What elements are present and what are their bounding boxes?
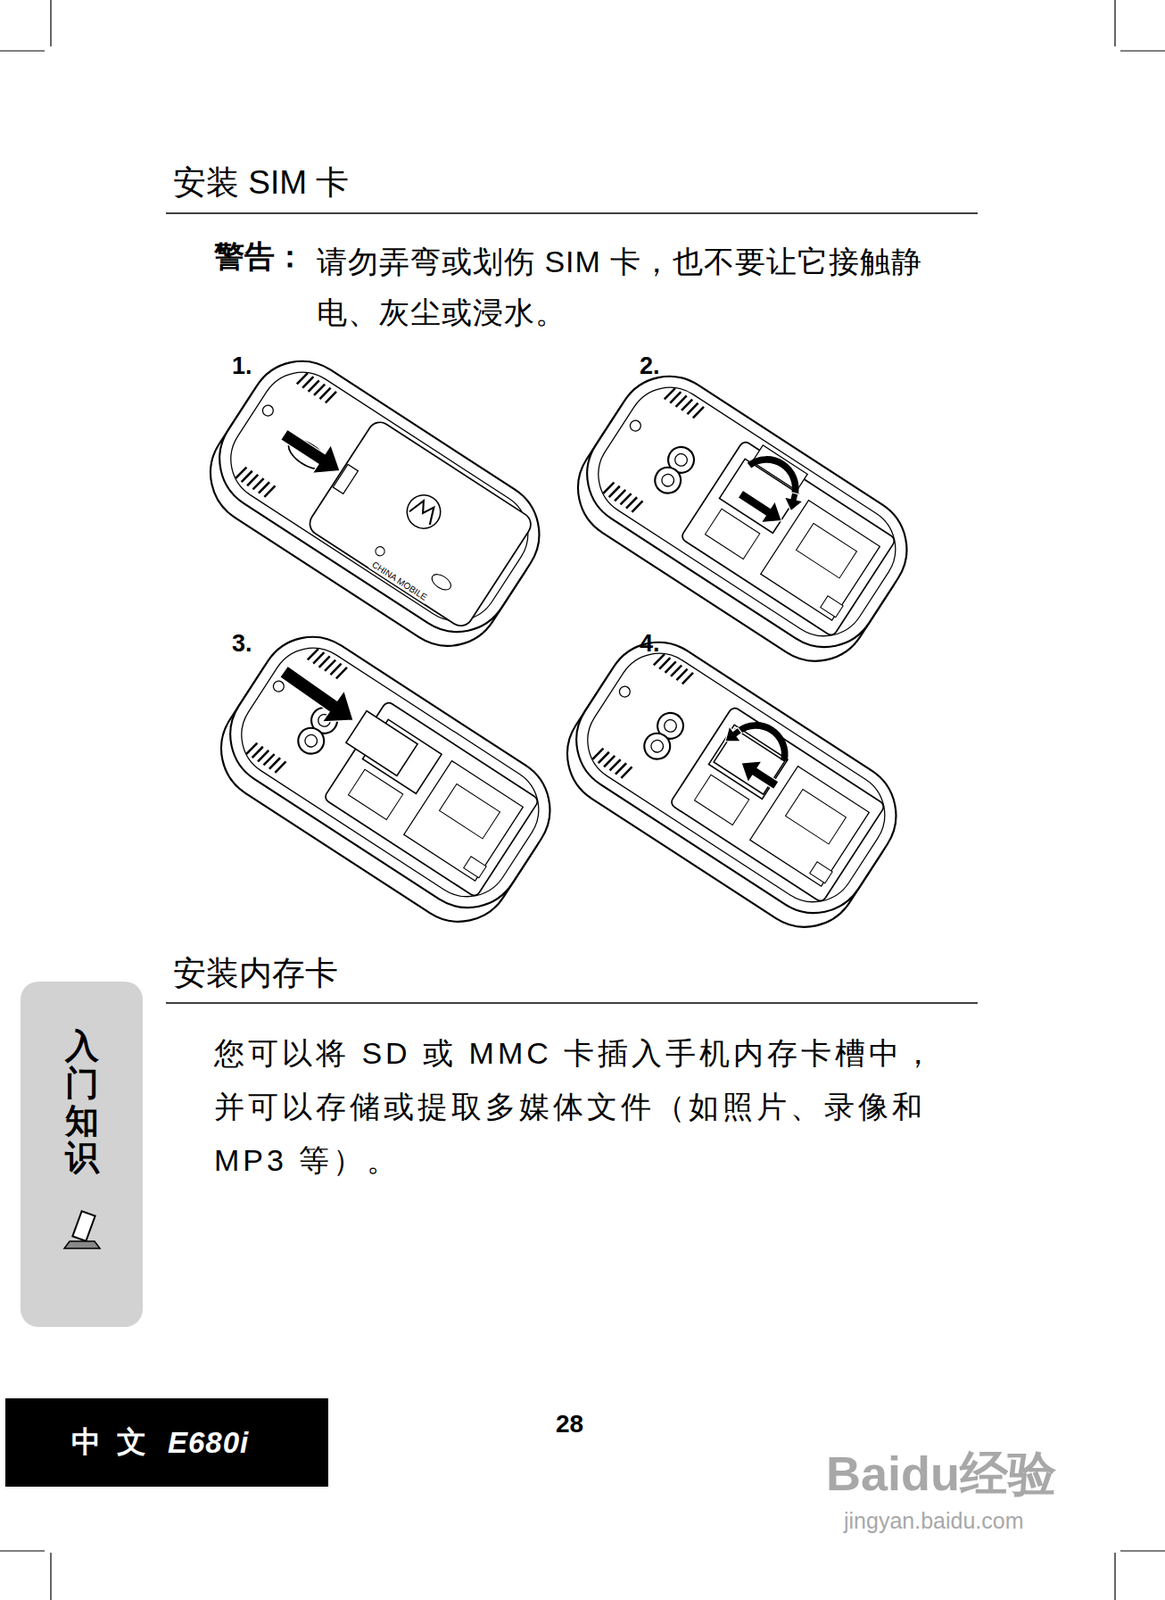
arrow bbox=[734, 751, 784, 796]
crop-mark bbox=[49, 1552, 51, 1600]
watermark: Baidu经验 bbox=[826, 1441, 1057, 1507]
icon-base bbox=[64, 1240, 100, 1248]
arrow bbox=[274, 420, 349, 486]
footer-model: E680i bbox=[167, 1425, 249, 1460]
grill-slot bbox=[274, 760, 286, 775]
camera-lens-inner bbox=[661, 717, 679, 735]
grill-slot bbox=[264, 484, 275, 499]
phone-illustration bbox=[200, 616, 571, 942]
intel-logo bbox=[429, 570, 454, 593]
footer-language: 中文 bbox=[71, 1421, 163, 1463]
grill-slot bbox=[631, 499, 643, 514]
vertical-tab-text: 入门知识 bbox=[65, 1027, 100, 1177]
logo-mark bbox=[409, 497, 439, 525]
crop-mark bbox=[49, 0, 51, 47]
curved-arrow bbox=[749, 449, 805, 496]
phone-inner-rim bbox=[225, 631, 555, 913]
section-heading: 安装内存卡 bbox=[173, 950, 339, 996]
connector bbox=[463, 856, 487, 878]
crop-mark bbox=[0, 49, 45, 51]
phone-inner-rim bbox=[214, 355, 545, 637]
section-heading: 安装 SIM 卡 bbox=[173, 160, 349, 206]
grill-slot bbox=[682, 670, 694, 686]
body-text: 您可以将 SD 或 MMC 卡插入手机内存卡槽中， 并可以存储或提取多媒体文件（… bbox=[214, 1025, 973, 1187]
phone-inner-rim bbox=[582, 371, 912, 653]
arrow bbox=[721, 723, 747, 749]
step-number: 4. bbox=[639, 629, 661, 658]
phone-illustration bbox=[190, 340, 560, 666]
crop-mark bbox=[1120, 1549, 1165, 1551]
sim-contacts bbox=[347, 768, 403, 819]
warning-label: 警告： bbox=[214, 236, 306, 278]
sim-contacts bbox=[704, 508, 760, 559]
sim-card bbox=[346, 710, 418, 777]
sim-contacts bbox=[694, 774, 749, 825]
phone-icon bbox=[58, 1208, 106, 1256]
crop-mark bbox=[1120, 49, 1165, 51]
connector bbox=[820, 595, 843, 618]
phone-back bbox=[198, 340, 560, 653]
heading-rule bbox=[165, 212, 978, 215]
side-tab: 入门知识 bbox=[20, 981, 143, 1327]
operator-logo bbox=[373, 545, 387, 558]
battery-compartment bbox=[679, 439, 896, 637]
camera-lens-inner bbox=[659, 471, 677, 489]
screw bbox=[617, 684, 632, 699]
camera-lens bbox=[650, 462, 686, 498]
screw bbox=[260, 403, 275, 418]
camera-lens-inner bbox=[672, 451, 690, 469]
camera-lens bbox=[293, 722, 330, 759]
phone-back bbox=[566, 355, 927, 668]
speaker-grill bbox=[592, 652, 694, 779]
grill-slot bbox=[620, 765, 632, 780]
step-number: 1. bbox=[231, 352, 253, 381]
step-number: 3. bbox=[231, 629, 253, 658]
sim-holder-lid bbox=[751, 445, 808, 491]
logo bbox=[400, 488, 447, 536]
arrow bbox=[733, 483, 789, 532]
battery-compartment bbox=[322, 700, 539, 898]
phone-illustration bbox=[557, 355, 927, 681]
grill-slot bbox=[336, 665, 348, 680]
screw bbox=[627, 418, 643, 433]
phone-back bbox=[209, 616, 571, 928]
screw bbox=[271, 678, 286, 694]
camera-lens-inner bbox=[648, 737, 666, 755]
page-number: 28 bbox=[555, 1409, 584, 1438]
phone-illustration bbox=[546, 621, 917, 947]
camera-lens bbox=[639, 727, 676, 764]
connector bbox=[809, 861, 833, 884]
phone-inner-rim bbox=[571, 636, 901, 918]
camera-lens-inner bbox=[302, 732, 320, 750]
watermark: jingyan.baidu.com bbox=[843, 1507, 1025, 1534]
grill-slot bbox=[693, 404, 704, 420]
battery-label bbox=[439, 783, 501, 838]
warning-text: 请勿弄弯或划伤 SIM 卡，也不要让它接触静 电、灰尘或浸水。 bbox=[316, 236, 963, 339]
icon-phone bbox=[72, 1210, 95, 1241]
battery-label bbox=[785, 788, 847, 843]
speaker-grill bbox=[603, 386, 704, 513]
crop-mark bbox=[1114, 0, 1116, 47]
crop-mark bbox=[1114, 1552, 1116, 1600]
battery-label bbox=[796, 522, 858, 578]
crop-mark bbox=[0, 1549, 45, 1551]
phone-back bbox=[555, 621, 917, 934]
arrow bbox=[779, 488, 805, 514]
battery-cover bbox=[305, 417, 536, 630]
step-number: 2. bbox=[639, 352, 661, 381]
battery-compartment bbox=[669, 705, 885, 903]
footer-bar: 中文E680i bbox=[5, 1397, 329, 1487]
grill-slot bbox=[325, 389, 337, 405]
heading-rule bbox=[165, 1001, 978, 1004]
curved-arrow bbox=[738, 715, 794, 761]
arrow bbox=[272, 656, 364, 736]
